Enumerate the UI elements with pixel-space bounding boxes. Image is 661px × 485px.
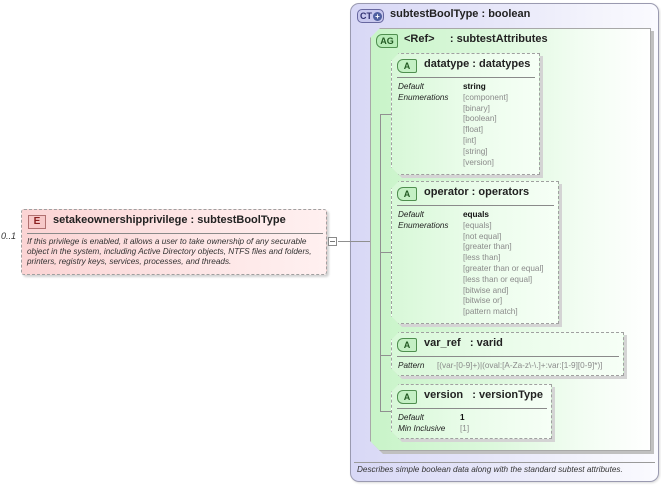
connector-line: [380, 114, 392, 115]
facet-label-enumerations: Enumerations: [398, 92, 449, 102]
extension-plus-icon: +: [373, 12, 382, 21]
occurrence-label: 0..1: [1, 231, 17, 241]
divider: [397, 356, 619, 357]
facet-label-default: Default: [398, 82, 424, 91]
divider: [354, 462, 655, 463]
enumeration-list: [component][binary][boolean][float][int]…: [463, 92, 509, 167]
collapse-toggle-icon[interactable]: [328, 237, 337, 246]
min-inclusive-value: [1]: [460, 423, 470, 433]
facet-label-min-inclusive: Min Inclusive: [398, 423, 446, 433]
attribute-group-title: <Ref> : subtestAttributes: [404, 33, 548, 45]
attribute-badge-icon: A: [397, 187, 417, 201]
element-badge-icon: E: [28, 215, 46, 229]
pattern-value: [(var-[0-9]+)|(oval:[A-Za-z\-\.]+:var:[1…: [437, 361, 603, 370]
attribute-title: version : versionType: [424, 389, 544, 401]
attribute-title: var_ref : varid: [424, 337, 503, 349]
facet-label-enumerations: Enumerations: [398, 220, 449, 230]
element-title: setakeownershipprivilege : subtestBoolTy…: [53, 214, 286, 226]
attribute-node-var-ref[interactable]: A var_ref : varid Pattern [(var-[0-9]+)|…: [391, 332, 624, 376]
element-node[interactable]: E setakeownershipprivilege : subtestBool…: [21, 209, 327, 275]
facet-label-default: Default: [398, 413, 424, 422]
connector-line: [380, 355, 392, 356]
attribute-badge-icon: A: [397, 59, 417, 73]
connector-line: [350, 241, 380, 242]
divider: [397, 77, 535, 78]
attribute-badge-icon: A: [397, 390, 417, 404]
tree-connector-line: [380, 114, 381, 412]
divider: [27, 233, 323, 234]
enumeration-list: [equals][not equal][greater than][less t…: [463, 220, 544, 317]
divider: [397, 205, 554, 206]
facet-label-pattern: Pattern: [398, 361, 425, 370]
complex-type-documentation: Describes simple boolean data along with…: [357, 465, 623, 474]
complex-type-title: subtestBoolType : boolean: [390, 8, 531, 20]
element-documentation: If this privilege is enabled, it allows …: [27, 237, 312, 266]
default-value: string: [463, 82, 486, 91]
default-value: equals: [463, 210, 489, 219]
attribute-title: datatype : datatypes: [424, 58, 531, 70]
divider: [397, 408, 547, 409]
connector-line: [338, 241, 351, 242]
default-value: 1: [460, 413, 465, 422]
facet-label-default: Default: [398, 210, 424, 219]
complex-type-badge-icon: CT+: [357, 9, 384, 23]
connector-line: [380, 252, 392, 253]
attribute-group-badge-icon: AG: [376, 34, 398, 48]
attribute-title: operator : operators: [424, 186, 530, 198]
connector-line: [380, 411, 392, 412]
attribute-badge-icon: A: [397, 338, 417, 352]
